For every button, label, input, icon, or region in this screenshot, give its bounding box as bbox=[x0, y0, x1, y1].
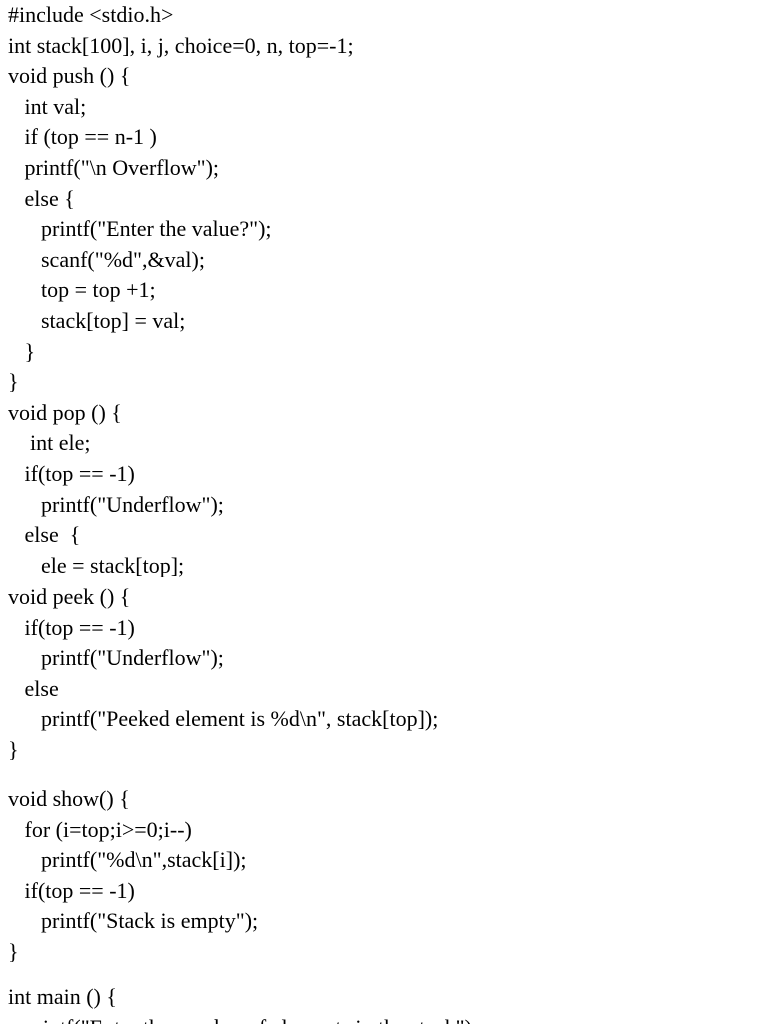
code-line: for (i=top;i>=0;i--) bbox=[8, 816, 192, 842]
code-block-peek: void peek () { if(top == -1) printf("Und… bbox=[8, 582, 438, 766]
code-line: } bbox=[8, 338, 36, 364]
code-line: if(top == -1) bbox=[8, 877, 135, 903]
code-line: int main () { bbox=[8, 984, 117, 1009]
code-line: else bbox=[8, 675, 59, 701]
code-block-main: int main () { printf("Enter the number o… bbox=[8, 982, 478, 1024]
code-block-push-pop: #include <stdio.h> int stack[100], i, j,… bbox=[8, 0, 354, 577]
code-line: if(top == -1) bbox=[8, 460, 135, 486]
code-line: void push () { bbox=[8, 63, 131, 89]
code-block-show: void show() { for (i=top;i>=0;i--) print… bbox=[8, 784, 258, 968]
code-line: printf("\n Overflow"); bbox=[8, 154, 220, 180]
code-line: printf("Underflow"); bbox=[8, 491, 224, 517]
code-line: printf("%d\n",stack[i]); bbox=[8, 847, 247, 873]
code-line: printf("Enter the value?"); bbox=[8, 216, 272, 242]
code-line: #include <stdio.h> bbox=[8, 2, 174, 27]
code-line: int stack[100], i, j, choice=0, n, top=-… bbox=[8, 32, 354, 58]
code-line: int val; bbox=[8, 93, 87, 119]
code-line: } bbox=[8, 938, 19, 964]
code-line: void peek () { bbox=[8, 584, 131, 609]
code-line: printf("Stack is empty"); bbox=[8, 908, 259, 934]
code-line: if(top == -1) bbox=[8, 614, 135, 640]
code-line: else { bbox=[8, 522, 81, 548]
code-line: top = top +1; bbox=[8, 277, 156, 303]
code-line: } bbox=[8, 736, 19, 762]
code-line: if (top == n-1 ) bbox=[8, 124, 157, 150]
code-line: void pop () { bbox=[8, 399, 122, 425]
code-line: scanf("%d",&val); bbox=[8, 246, 205, 272]
code-line: ele = stack[top]; bbox=[8, 552, 185, 577]
code-line: void show() { bbox=[8, 786, 130, 811]
code-line: printf("Enter the number of elements in … bbox=[8, 1013, 479, 1024]
code-line: int ele; bbox=[8, 430, 91, 456]
code-line: stack[top] = val; bbox=[8, 307, 186, 333]
code-line: printf("Underflow"); bbox=[8, 645, 224, 671]
code-line: printf("Peeked element is %d\n", stack[t… bbox=[8, 706, 439, 732]
code-line: else { bbox=[8, 185, 75, 211]
code-line: } bbox=[8, 369, 19, 395]
